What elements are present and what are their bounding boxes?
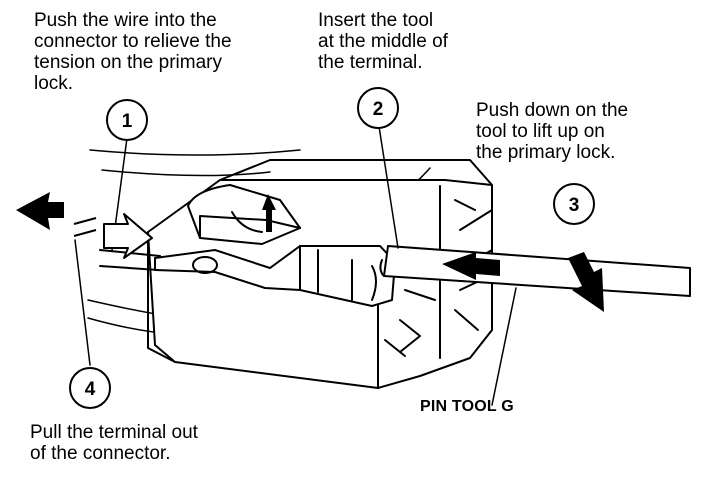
- step-3-caption: Push down on the tool to lift up on the …: [476, 100, 629, 163]
- push-in-arrow-icon: [103, 213, 153, 259]
- lift-up-arrow-icon: [262, 194, 276, 232]
- step-1-badge: 1: [106, 99, 148, 141]
- step-1-caption: Push the wire into the connector to reli…: [34, 10, 232, 94]
- step-2-number: 2: [373, 99, 384, 120]
- terminal: [154, 245, 396, 307]
- step-4-badge: 4: [69, 367, 111, 409]
- step-3-number: 3: [569, 195, 580, 216]
- step-2-caption: Insert the tool at the middle of the ter…: [318, 10, 448, 73]
- tool-insert-arrow-icon: [442, 252, 500, 280]
- step-1-number: 1: [122, 111, 133, 132]
- step-3-badge: 3: [553, 183, 595, 225]
- push-down-arrow-icon: [568, 252, 604, 312]
- step-4-number: 4: [85, 379, 96, 400]
- callout-leaders: [74, 119, 517, 406]
- step-4-caption: Pull the terminal out of the connector.: [30, 422, 198, 464]
- step-2-badge: 2: [357, 87, 399, 129]
- pull-out-arrow-icon: [16, 192, 64, 230]
- break-marks: [73, 217, 97, 237]
- pin-tool-label: PIN TOOL G: [420, 398, 514, 415]
